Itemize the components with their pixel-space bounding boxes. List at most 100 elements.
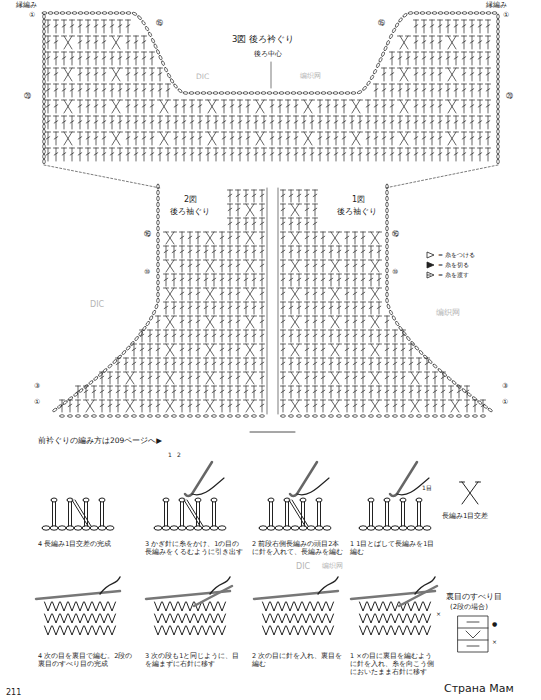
symbol-key: × <box>492 638 497 646</box>
knit-stitches <box>155 602 226 635</box>
stitch-posts <box>163 498 217 526</box>
stitch-name: (2段の場合) <box>450 603 488 612</box>
chain-row <box>259 526 331 530</box>
knit-stitches <box>360 602 431 635</box>
step-caption: 3 次の段も1と同じように、目を編まずに右針に移す <box>145 652 245 668</box>
callout-number: 2 <box>177 451 181 459</box>
center-mark <box>271 62 272 88</box>
step-caption: 1 ×の目に裏目を編むように針を入れ、糸を向こう側においたまま右針に移す <box>350 652 438 676</box>
yarn-symbol <box>427 252 434 258</box>
center-line <box>267 188 278 414</box>
callout-label: × <box>436 610 441 618</box>
chart-title: 1図 <box>352 195 365 205</box>
stitch-posts <box>268 498 322 526</box>
step-caption: 4 長編み1目交差の完成 <box>38 540 138 548</box>
legend-text: = 糸をつける <box>438 251 475 260</box>
symbol-key: ● <box>492 620 497 628</box>
yarn-symbol <box>427 272 434 278</box>
chart-title: 3図 後ろ衿ぐり <box>232 34 294 45</box>
chart-title: 後ろ袖ぐり <box>337 207 377 216</box>
legend-sample <box>426 261 436 269</box>
double-crochet-symbols <box>60 190 486 412</box>
yarn-symbol <box>427 262 434 268</box>
watermark: 编织网 <box>436 308 460 318</box>
watermark: 编织网 <box>322 562 343 571</box>
stitch-symbol <box>460 482 481 504</box>
page-reference: 前衿ぐりの編み方は209ページへ▶ <box>38 436 162 445</box>
side-edging <box>43 14 46 164</box>
yarn <box>318 577 338 594</box>
center-note: 後ろ中心 <box>254 50 282 58</box>
step-caption: 2 前段右側長編みの頭目2本に針を入れて、長編みを編む <box>252 540 344 556</box>
callout-label: 1目 <box>422 484 432 492</box>
chain-row <box>154 526 226 530</box>
yarn <box>415 577 435 594</box>
knitting-needle <box>194 586 232 606</box>
chain-row <box>42 526 114 530</box>
legend-text: = 糸を切る <box>438 261 469 270</box>
callout-number: 1 <box>168 451 172 459</box>
row-number: ① <box>34 398 40 407</box>
neck-edging <box>42 12 497 95</box>
stitch-symbol <box>458 616 488 652</box>
row-number: ⑳ <box>24 92 31 101</box>
leader-line <box>44 165 498 188</box>
row-number: ⑮ <box>378 19 385 28</box>
crossing-post <box>184 500 203 526</box>
legend-row: = 糸を渡す <box>426 270 475 280</box>
knitting-needle <box>36 591 120 599</box>
knit-stitches <box>263 602 334 635</box>
row-number: ① <box>29 11 35 20</box>
watermark: DIC <box>296 562 310 572</box>
yarn <box>100 577 120 594</box>
chain-row <box>60 415 486 418</box>
crossing-post <box>72 500 91 526</box>
yarn-symbol <box>427 275 431 276</box>
row-number: ⑳ <box>506 92 513 101</box>
legend: = 糸をつける= 糸を切る= 糸を渡す <box>426 250 475 280</box>
crossing-post <box>289 500 308 526</box>
row-number: ⑯ <box>392 230 399 239</box>
legend-sample <box>426 271 436 279</box>
knitting-needle <box>399 586 437 606</box>
knit-stitches <box>45 602 116 635</box>
center-line <box>250 432 295 433</box>
armhole-edging <box>53 184 160 412</box>
row-number: ⑯ <box>144 230 151 239</box>
step-caption: 4 次の目を裏目で編む。2段の裏目のすべり目の完成 <box>38 652 138 668</box>
legend-text: = 糸を渡す <box>438 271 469 280</box>
watermark: 编织网 <box>300 72 321 81</box>
double-crochet-symbols <box>46 20 491 161</box>
yarn <box>210 577 230 594</box>
legend-row: = 糸をつける <box>426 250 475 260</box>
step-caption: 3 かぎ針に糸をかけ、1の目の長編みをくるむように引き出す <box>145 540 245 556</box>
row-number: ⑮ <box>156 19 163 28</box>
stitch-posts <box>368 498 422 526</box>
yarn <box>192 478 224 495</box>
stitch-posts <box>51 498 105 526</box>
yarn <box>297 478 329 495</box>
row-number: ⑩ <box>392 268 398 277</box>
row-number: ⑩ <box>144 268 150 277</box>
stitch-name: 長編み1目交差 <box>442 512 488 521</box>
row-number: ③ <box>502 382 508 391</box>
chart-title: 後ろ袖ぐり <box>170 207 210 216</box>
knitting-needle <box>254 591 338 599</box>
step-caption: 1 1目とばして長編みを1目編む <box>350 540 435 556</box>
armhole-edging <box>386 184 493 412</box>
step-caption: 2 次の目に針を入れ、裏目を編む <box>252 652 344 668</box>
row-number: ① <box>503 11 509 20</box>
legend-sample <box>426 251 436 259</box>
watermark: DIC <box>90 300 104 310</box>
chart-title: 2図 <box>184 195 197 205</box>
watermark: DIC <box>196 72 209 81</box>
edging-note: 縁編み <box>486 1 507 10</box>
site-watermark: Страна Мам <box>444 682 514 696</box>
row-number: ① <box>502 398 508 407</box>
crossed-stitch-symbols <box>84 204 462 412</box>
chain-row <box>359 526 431 530</box>
side-edging <box>497 14 500 164</box>
legend-row: = 糸を切る <box>426 260 475 270</box>
edging-note: 縁編み <box>16 1 37 10</box>
row-number: ③ <box>34 382 40 391</box>
